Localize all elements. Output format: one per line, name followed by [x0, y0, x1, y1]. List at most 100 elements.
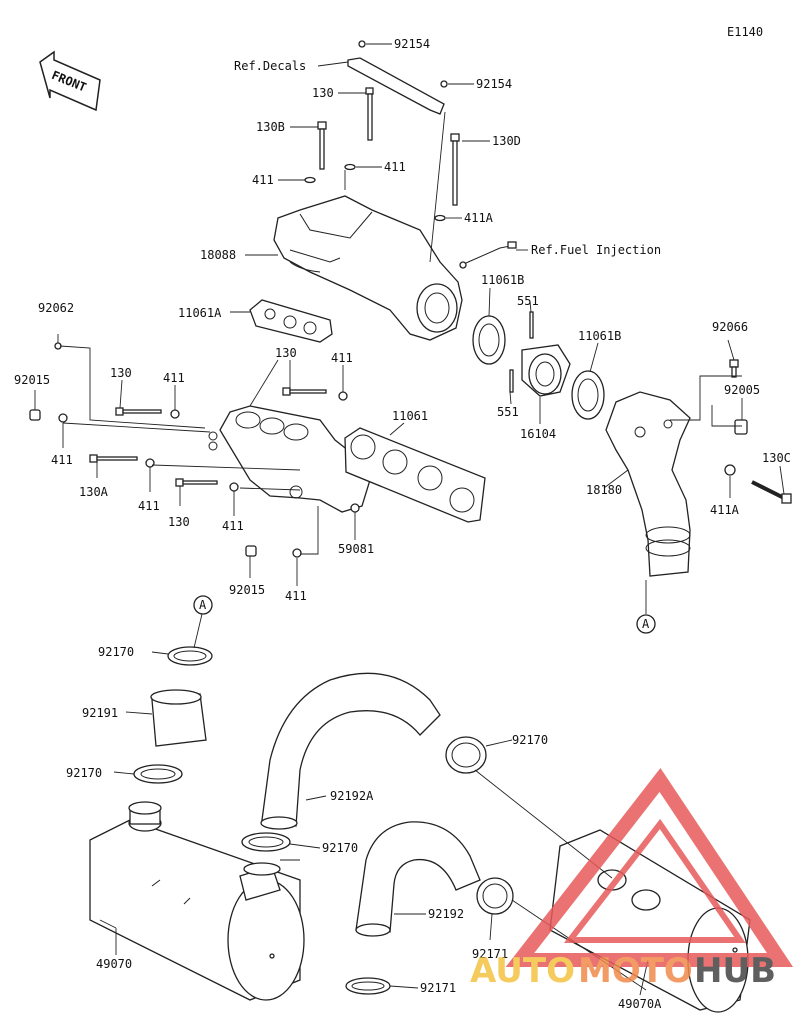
part-label-130a: 130A	[79, 485, 109, 499]
part-label-411-a: 411	[252, 173, 274, 187]
screw-92066	[729, 359, 739, 378]
watermark-auto: AUTO	[470, 951, 575, 991]
part-label-92015-bot: 92015	[229, 583, 265, 597]
watermark-logo: AUTO MOTO HUB	[470, 768, 794, 991]
ref-decals-label: Ref.Decals	[234, 59, 306, 73]
washer-411-d	[229, 482, 239, 492]
bolt-130c	[751, 480, 792, 504]
clamp-92170-3	[241, 832, 291, 852]
hose-92192	[355, 821, 481, 937]
part-label-11061b-1: 11061B	[481, 273, 524, 287]
part-label-130c: 130C	[762, 451, 791, 465]
hose-92192a	[260, 672, 441, 830]
gasket-11061b-2	[571, 370, 605, 420]
exhaust-pipe-18180	[605, 391, 691, 577]
part-label-18180: 18180	[586, 483, 622, 497]
elbow-16104	[521, 344, 571, 397]
part-label-11061a: 11061A	[178, 306, 222, 320]
part-label-92154-top: 92154	[394, 37, 430, 51]
part-label-18088: 18088	[200, 248, 236, 262]
clamp-92171-1	[476, 877, 514, 915]
pin-551-top	[529, 311, 534, 339]
part-label-92170-3: 92170	[322, 841, 358, 855]
callout-a-top-text: A	[199, 598, 207, 612]
part-label-130-mid: 130	[275, 346, 297, 360]
washer-411-left	[58, 413, 68, 423]
part-label-411a-top: 411A	[464, 211, 494, 225]
gasket-11061b-1	[472, 315, 506, 365]
part-label-49070a: 49070A	[618, 997, 662, 1011]
part-label-92192: 92192	[428, 907, 464, 921]
leader-lines	[34, 43, 785, 996]
part-label-92171-2: 92171	[420, 981, 456, 995]
sleeve-92191	[150, 689, 207, 747]
bolt-130d	[450, 133, 460, 206]
bolt-130-mid	[282, 387, 327, 396]
pin-551-bot	[509, 369, 514, 393]
part-label-130d: 130D	[492, 134, 521, 148]
part-label-130-left: 130	[110, 366, 132, 380]
gasket-11061a	[249, 299, 333, 343]
screw-92154-2	[440, 80, 448, 88]
bolt-130-low	[175, 478, 218, 487]
washer-411-b	[344, 163, 356, 171]
part-label-11061b-2: 11061B	[578, 329, 621, 343]
washer-411-left2	[170, 409, 180, 419]
part-label-92005: 92005	[724, 383, 760, 397]
part-label-411-left2: 411	[163, 371, 185, 385]
part-label-411-b: 411	[384, 160, 406, 174]
washer-411-bot	[292, 548, 302, 558]
screw-92154-top	[358, 40, 366, 48]
part-label-92171-1: 92171	[472, 947, 508, 961]
part-label-411a-right: 411A	[710, 503, 740, 517]
part-label-411-d: 411	[222, 519, 244, 533]
diagram-code: E1140	[727, 25, 763, 39]
front-arrow-icon: FRONT	[39, 50, 101, 112]
muffler-49070	[89, 801, 305, 1001]
part-label-551-top: 551	[517, 294, 539, 308]
exhaust-manifold	[208, 405, 371, 513]
watermark-hub: HUB	[694, 951, 776, 991]
part-label-551-bot: 551	[497, 405, 519, 419]
part-label-92170-1: 92170	[98, 645, 134, 659]
callout-a-top: A	[193, 595, 213, 615]
part-label-411-c: 411	[138, 499, 160, 513]
washer-411-a	[304, 176, 316, 184]
part-label-92066: 92066	[712, 320, 748, 334]
washer-411-c	[145, 458, 155, 468]
part-label-92170-2: 92170	[66, 766, 102, 780]
part-label-92062: 92062	[38, 301, 74, 315]
clamp-92170-2	[133, 764, 183, 784]
washer-411a-right	[724, 464, 736, 476]
bolt-130b	[317, 121, 327, 170]
bolt-130-top	[365, 87, 374, 141]
clamp-92171-2	[345, 977, 391, 995]
part-label-92154-2: 92154	[476, 77, 512, 91]
callout-a-right: A	[636, 614, 656, 634]
clamp-92170-1	[167, 646, 213, 666]
plug-92005	[734, 419, 748, 435]
part-label-92192a: 92192A	[330, 789, 374, 803]
washer-411-mid	[338, 391, 348, 401]
bolt-130a	[89, 454, 138, 463]
part-label-411-left: 411	[51, 453, 73, 467]
watermark-triangle-icon	[505, 768, 794, 967]
part-label-130b: 130B	[256, 120, 285, 134]
fuel-sensor	[459, 241, 517, 269]
callout-a-right-text: A	[642, 617, 650, 631]
part-label-11061: 11061	[392, 409, 428, 423]
clamp-92170-4	[445, 736, 487, 774]
nut-92015-bot	[245, 545, 257, 557]
decal-strip	[347, 57, 445, 115]
washer-411a-top	[434, 214, 446, 222]
part-label-49070: 49070	[96, 957, 132, 971]
gasket-11061	[344, 427, 486, 523]
ref-fuel-injection-label: Ref.Fuel Injection	[531, 243, 661, 257]
bolt-130-left	[115, 407, 162, 416]
part-label-130-top: 130	[312, 86, 334, 100]
nut-92015-left	[29, 409, 41, 421]
part-label-92015-left: 92015	[14, 373, 50, 387]
part-label-411-mid: 411	[331, 351, 353, 365]
